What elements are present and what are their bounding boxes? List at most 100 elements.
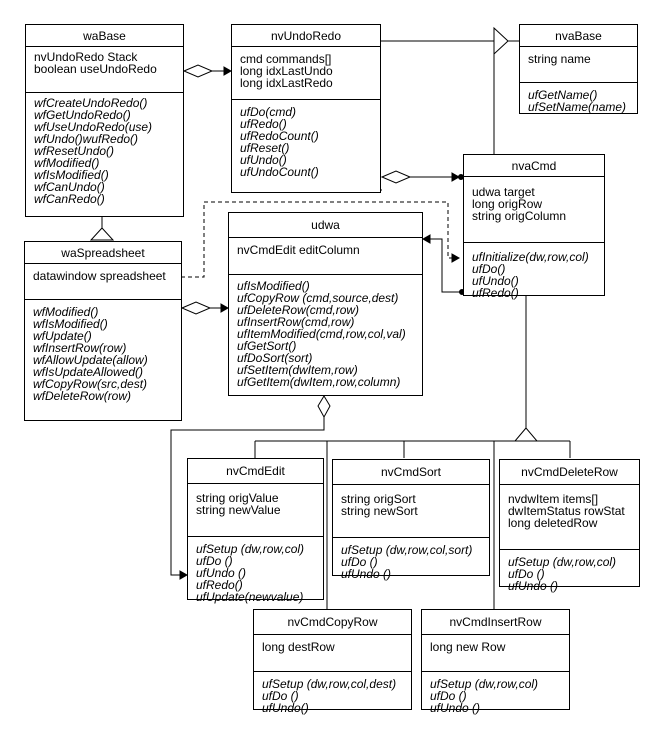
arrowhead-association-udwa	[421, 234, 431, 244]
aggregation-wabase-nvundoredo	[182, 64, 214, 78]
operation: ufSetup (dw,row,col,sort)	[341, 543, 473, 557]
class-nvcmdinsertrow[interactable]: nvCmdInsertRow long new Row ufSetup (dw,…	[421, 609, 570, 714]
class-attributes: string name	[520, 47, 637, 83]
operation: ufDeleteRow(cmd,row)	[237, 303, 360, 317]
generalization-triangle-nvacmd	[513, 427, 539, 442]
aggregation-udwa-nvcmdedit	[317, 395, 331, 419]
operation: ufUndo ()	[341, 567, 392, 581]
operation: ufGetSort()	[237, 339, 297, 353]
class-operations: wfModified() wfIsModified() wfUpdate() w…	[25, 300, 181, 406]
attribute: string newValue	[196, 503, 281, 517]
class-title: waBase	[26, 25, 183, 47]
attribute: boolean useUndoRedo	[34, 62, 157, 76]
class-nvabase[interactable]: nvaBase string name ufGetName() ufSetNam…	[519, 24, 638, 114]
class-operations: wfCreateUndoRedo() wfGetUndoRedo() wfUse…	[26, 93, 183, 209]
association-line-nvacmd-udwa	[423, 238, 463, 293]
class-attributes: long new Row	[422, 635, 569, 672]
attribute: dwItemStatus rowStat	[508, 504, 625, 518]
class-udwa[interactable]: udwa nvCmdEdit editColumn ufIsModified()…	[228, 212, 423, 396]
operation: ufDo ()	[341, 555, 378, 569]
operation: ufGetName()	[528, 88, 598, 102]
operation: ufRedoCount()	[240, 129, 319, 143]
operation: ufSetItem(dwItem,row)	[237, 363, 358, 377]
operation: wfIsUpdateAllowed()	[33, 365, 144, 379]
arrowhead-udwa	[220, 303, 230, 313]
operation: ufDo ()	[430, 689, 467, 703]
attribute: long origRow	[472, 197, 543, 211]
attribute: long deletedRow	[508, 516, 598, 530]
attribute: string origColumn	[472, 209, 567, 223]
class-nvcmdedit[interactable]: nvCmdEdit string origValue string newVal…	[187, 458, 324, 603]
operation: ufDo()	[472, 262, 506, 276]
class-nvcmddeleterow[interactable]: nvCmdDeleteRow nvdwItem items[] dwItemSt…	[499, 459, 640, 592]
operation: wfCopyRow(src,dest)	[33, 377, 148, 391]
class-operations: ufSetup (dw,row,col) ufDo () ufUndo ()	[500, 550, 639, 596]
operation: wfCanUndo()	[34, 180, 105, 194]
class-nvcmdsort[interactable]: nvCmdSort string origSort string newSort…	[332, 459, 490, 580]
class-attributes: cmd commands[] long idxLastUndo long idx…	[232, 47, 380, 100]
operation: ufDoSort(sort)	[237, 351, 313, 365]
attribute: nvCmdEdit editColumn	[237, 243, 360, 257]
operation: ufUndo ()	[430, 701, 481, 715]
attribute: string origValue	[196, 491, 279, 505]
operation: ufSetup (dw,row,col,dest)	[262, 677, 397, 691]
operation: ufSetName(name)	[528, 100, 627, 114]
operation: ufRedo()	[240, 117, 287, 131]
class-nvacmd[interactable]: nvaCmd udwa target long origRow string o…	[463, 154, 605, 299]
class-title: nvaBase	[520, 25, 637, 47]
class-attributes: long destRow	[254, 635, 411, 672]
operation: wfResetUndo()	[34, 144, 115, 158]
operation: wfDeleteRow(row)	[33, 389, 132, 403]
arrowhead-nvacmd	[451, 172, 461, 182]
operation: ufItemModified(cmd,row,col,val)	[237, 327, 406, 341]
attribute: udwa target	[472, 185, 535, 199]
operation: wfInsertRow(row)	[33, 341, 127, 355]
operation: wfUndo()wufRedo()	[34, 132, 139, 146]
attribute: string name	[528, 52, 591, 66]
attribute: string origSort	[341, 492, 416, 506]
aggregation-waspreadsheet-udwa	[180, 301, 212, 315]
generalization-triangle-nvabase	[493, 26, 509, 56]
dependency-line-waspreadsheet-nvacmd	[181, 201, 459, 278]
operation: ufSetup (dw,row,col)	[430, 677, 539, 691]
attribute: nvUndoRedo Stack	[34, 50, 138, 64]
class-nvundoredo[interactable]: nvUndoRedo cmd commands[] long idxLastUn…	[231, 24, 381, 193]
attribute: long idxLastRedo	[240, 76, 333, 90]
class-attributes: string origSort string newSort	[333, 485, 489, 538]
class-nvcmdcopyrow[interactable]: nvCmdCopyRow long destRow ufSetup (dw,ro…	[253, 609, 412, 714]
operation: ufUndo()	[240, 153, 287, 167]
class-attributes: nvUndoRedo Stack boolean useUndoRedo	[26, 47, 183, 93]
arrowhead-dependency	[451, 253, 461, 263]
operation: wfIsModified()	[33, 317, 108, 331]
operation: ufDo ()	[196, 554, 233, 568]
operation: ufInitialize(dw,row,col)	[472, 250, 589, 264]
operation: ufGetItem(dwItem,row,column)	[237, 375, 401, 389]
operation: ufDo(cmd)	[240, 105, 297, 119]
class-title: nvCmdEdit	[188, 459, 323, 484]
attribute: long idxLastUndo	[240, 64, 333, 78]
generalization-triangle-wabase	[89, 227, 115, 241]
operation: ufUndo()	[262, 701, 309, 715]
operation: ufUpdate(newvalue)	[196, 590, 304, 604]
operation: ufSetup (dw,row,col)	[196, 542, 305, 556]
operation: ufDo ()	[508, 567, 545, 581]
class-title: nvCmdSort	[333, 460, 489, 485]
operation: ufRedo()	[196, 578, 243, 592]
class-waspreadsheet[interactable]: waSpreadsheet datawindow spreadsheet wfM…	[24, 241, 182, 421]
attribute: datawindow spreadsheet	[33, 269, 166, 283]
class-title: nvCmdDeleteRow	[500, 460, 639, 485]
operation: ufCopyRow (cmd,source,dest)	[237, 291, 399, 305]
operation: ufUndo ()	[508, 579, 559, 593]
class-operations: ufDo(cmd) ufRedo() ufRedoCount() ufReset…	[232, 100, 380, 182]
aggregation-line-udwa-nvcmdedit	[170, 417, 325, 576]
operation: ufReset()	[240, 141, 290, 155]
class-wabase[interactable]: waBase nvUndoRedo Stack boolean useUndoR…	[25, 24, 184, 217]
class-title: udwa	[229, 213, 422, 238]
operation: wfAllowUpdate(allow)	[33, 353, 148, 367]
class-attributes: nvCmdEdit editColumn	[229, 238, 422, 275]
class-title: nvCmdCopyRow	[254, 610, 411, 635]
operation: ufInsertRow(cmd,row)	[237, 315, 355, 329]
class-operations: ufSetup (dw,row,col) ufDo () ufUndo () u…	[188, 537, 323, 607]
operation: ufUndo ()	[196, 566, 247, 580]
operation: wfIsModified()	[34, 168, 109, 182]
